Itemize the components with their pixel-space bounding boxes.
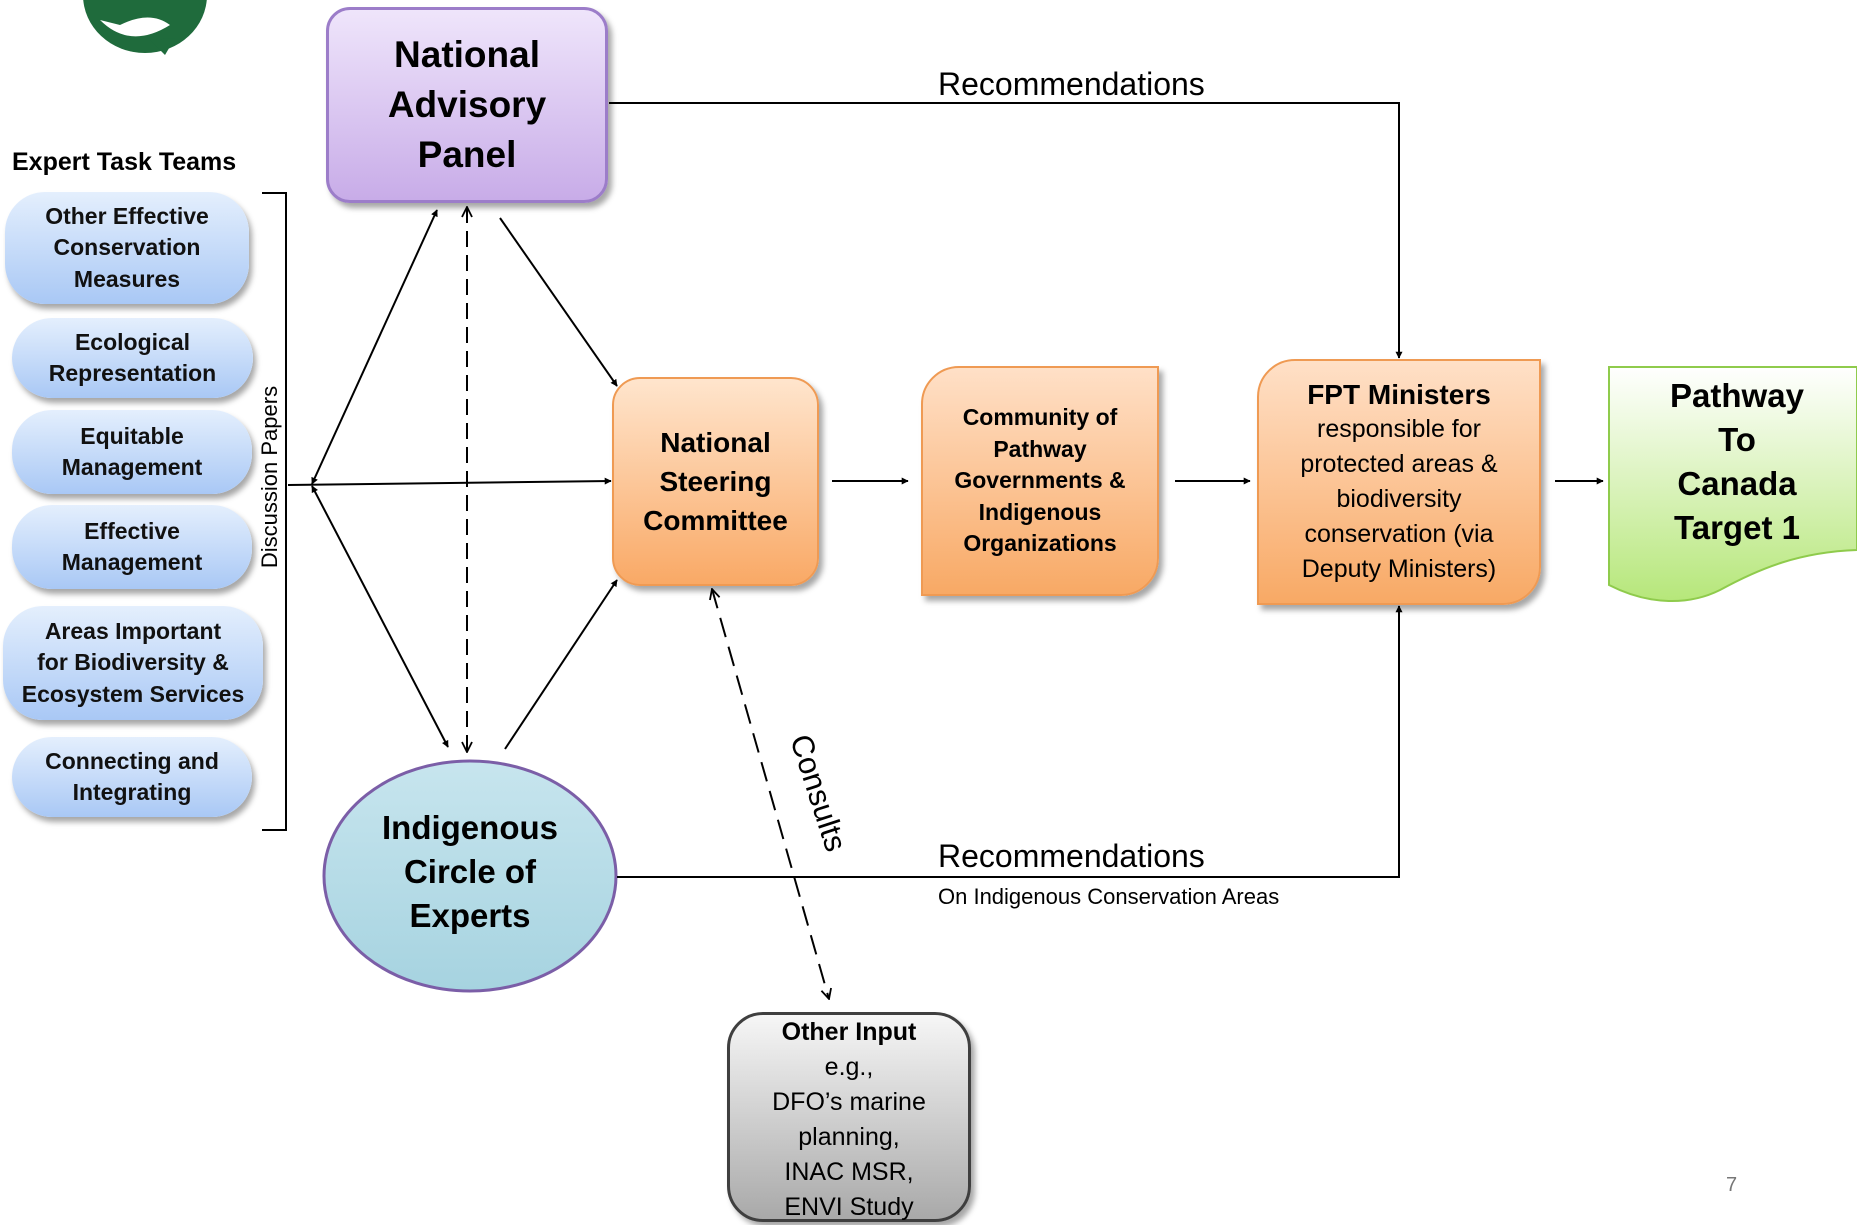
- indigenous-circle-shape: [322, 759, 618, 993]
- task-team-areas-important[interactable]: Areas Important for Biodiversity & Ecosy…: [3, 606, 263, 720]
- task-team-label: Connecting and Integrating: [45, 747, 219, 806]
- arrow-nap-to-nsc: [499, 217, 618, 387]
- arrow-ice-to-nsc: [504, 579, 618, 750]
- community-of-pathway-governments[interactable]: Community of Pathway Governments & Indig…: [921, 366, 1159, 596]
- arrow-nap-to-fpt: [609, 102, 1403, 359]
- pathway-target-label[interactable]: Pathway To Canada Target 1: [1670, 377, 1804, 546]
- task-team-label: Effective Management: [61, 517, 203, 576]
- task-team-connecting-integrating[interactable]: Connecting and Integrating: [12, 737, 252, 817]
- indigenous-circle-label[interactable]: Indigenous Circle of Experts: [382, 809, 558, 934]
- national-advisory-panel[interactable]: National Advisory Panel: [326, 7, 608, 203]
- arrow-ice-to-fpt: [617, 605, 1403, 878]
- task-team-label: Areas Important for Biodiversity & Ecosy…: [21, 617, 245, 707]
- recommendations-bottom-sublabel: On Indigenous Conservation Areas: [938, 884, 1280, 909]
- task-team-other-effective[interactable]: Other Effective Conservation Measures: [5, 192, 249, 304]
- arrow-hub-nap: [311, 209, 438, 485]
- other-input[interactable]: Other Input e.g., DFO’s marine planning,…: [727, 1012, 971, 1222]
- arrow-hub-ice: [311, 485, 449, 748]
- fpt-ministers[interactable]: FPT Ministers responsible for protected …: [1257, 359, 1541, 605]
- other-input-title: Other Input: [781, 1018, 917, 1046]
- arrow-hub-to-nsc: [287, 477, 612, 486]
- task-team-label: Equitable Management: [61, 422, 203, 481]
- task-team-equitable-management[interactable]: Equitable Management: [12, 410, 252, 494]
- task-team-label: Ecological Representation: [48, 328, 217, 387]
- task-team-effective-management[interactable]: Effective Management: [12, 505, 252, 589]
- recommendations-top-label: Recommendations: [938, 66, 1205, 102]
- fpt-ministers-title: FPT Ministers: [1307, 379, 1491, 410]
- task-team-ecological-representation[interactable]: Ecological Representation: [12, 318, 253, 398]
- logo: [83, 0, 207, 55]
- page-number: 7: [1726, 1174, 1738, 1196]
- discussion-papers-label: Discussion Papers: [257, 385, 282, 569]
- expert-task-teams-title: Expert Task Teams: [12, 148, 237, 176]
- recommendations-bottom-label: Recommendations: [938, 838, 1205, 874]
- discussion-papers-bracket: [262, 192, 287, 831]
- dashed-arrow-consults: [712, 589, 829, 999]
- national-steering-committee[interactable]: National Steering Committee: [612, 377, 819, 586]
- pathway-target-shape: [1608, 366, 1857, 603]
- task-team-label: Other Effective Conservation Measures: [45, 202, 209, 292]
